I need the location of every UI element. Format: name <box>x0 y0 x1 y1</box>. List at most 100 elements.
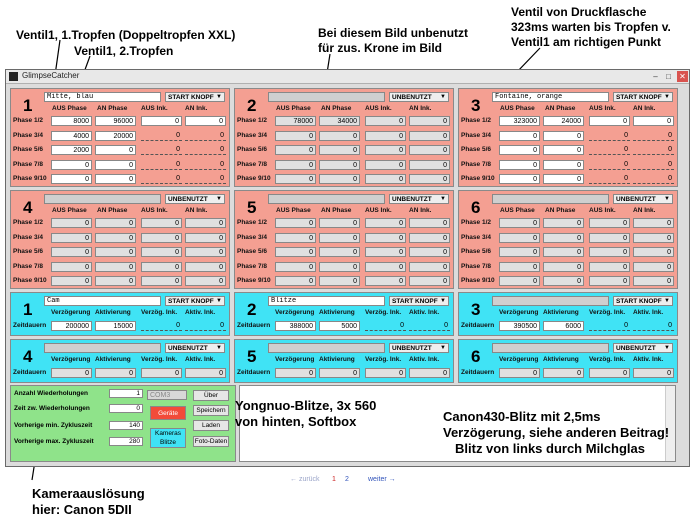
trigger-value-input[interactable]: 200000 <box>51 321 92 331</box>
phase-value-input[interactable]: 0 <box>95 145 136 155</box>
phase-value-input[interactable]: 0 <box>499 159 540 170</box>
phase-value-input[interactable]: 0 <box>633 261 674 272</box>
phase-value-input[interactable]: 0 <box>95 261 136 272</box>
trigger-value-input[interactable]: 0 <box>589 368 630 378</box>
phase-value-input[interactable]: 0 <box>319 159 360 170</box>
phase-value-input[interactable]: 0 <box>633 218 674 228</box>
phase-value-input[interactable]: 0 <box>409 116 450 126</box>
phase-value-input[interactable]: 0 <box>633 116 674 126</box>
phase-value-input[interactable]: 0 <box>365 261 406 272</box>
phase-value-input[interactable]: 0 <box>275 174 316 184</box>
phase-value-input[interactable]: 0 <box>633 131 674 141</box>
phase-value-input[interactable]: 0 <box>633 276 674 286</box>
phase-value-input[interactable]: 0 <box>185 232 226 243</box>
phase-value-input[interactable]: 0 <box>275 145 316 155</box>
valve-mode-select[interactable]: UNBENUTZT▼ <box>613 194 673 204</box>
phase-value-input[interactable]: 0 <box>543 145 584 155</box>
trigger-name-input[interactable]: Cam <box>44 296 161 306</box>
trigger-value-input[interactable]: 0 <box>185 321 226 331</box>
phase-value-input[interactable]: 0 <box>589 232 630 243</box>
phase-value-input[interactable]: 0 <box>409 261 450 272</box>
trigger-name-input[interactable] <box>44 343 161 353</box>
valve-mode-select[interactable]: UNBENUTZT▼ <box>389 92 449 102</box>
phase-value-input[interactable]: 0 <box>141 247 182 257</box>
phase-value-input[interactable]: 2000 <box>51 145 92 155</box>
phase-value-input[interactable]: 0 <box>275 276 316 286</box>
trigger-name-input[interactable]: Blitze <box>268 296 385 306</box>
phase-value-input[interactable]: 0 <box>275 130 316 141</box>
phase-value-input[interactable]: 0 <box>141 218 182 228</box>
phase-value-input[interactable]: 0 <box>499 261 540 272</box>
trigger-value-input[interactable]: 0 <box>589 321 630 331</box>
phase-value-input[interactable]: 0 <box>633 174 674 184</box>
phase-value-input[interactable]: 0 <box>589 116 630 126</box>
reps-input[interactable]: 1 <box>109 389 143 398</box>
trigger-value-input[interactable]: 388000 <box>275 321 316 331</box>
phase-value-input[interactable]: 0 <box>409 145 450 155</box>
phase-value-input[interactable]: 0 <box>319 276 360 286</box>
photo-data-button[interactable]: Foto-Daten <box>193 436 229 447</box>
max-cycle-input[interactable]: 280 <box>109 437 143 446</box>
trigger-value-input[interactable]: 0 <box>499 368 540 378</box>
valve-mode-select[interactable]: UNBENUTZT▼ <box>389 194 449 204</box>
phase-value-input[interactable]: 0 <box>589 218 630 228</box>
phase-value-input[interactable]: 0 <box>499 247 540 257</box>
phase-value-input[interactable]: 0 <box>141 174 182 184</box>
minimize-button[interactable]: – <box>653 72 658 81</box>
phase-value-input[interactable]: 0 <box>409 276 450 286</box>
phase-value-input[interactable]: 8000 <box>51 116 92 126</box>
phase-value-input[interactable]: 0 <box>409 232 450 243</box>
phase-value-input[interactable]: 0 <box>95 218 136 228</box>
phase-value-input[interactable]: 0 <box>365 174 406 184</box>
pager-page-1[interactable]: 1 <box>332 476 336 483</box>
phase-value-input[interactable]: 0 <box>51 218 92 228</box>
phase-value-input[interactable]: 96000 <box>95 116 136 126</box>
phase-value-input[interactable]: 0 <box>319 218 360 228</box>
phase-value-input[interactable]: 0 <box>499 232 540 243</box>
phase-value-input[interactable]: 0 <box>365 218 406 228</box>
phase-value-input[interactable]: 0 <box>275 232 316 243</box>
devices-button[interactable]: Geräte <box>150 406 186 420</box>
phase-value-input[interactable]: 323000 <box>499 116 540 126</box>
phase-value-input[interactable]: 0 <box>543 247 584 257</box>
log-textarea[interactable] <box>239 385 676 462</box>
phase-value-input[interactable]: 0 <box>141 131 182 141</box>
close-button[interactable]: ✕ <box>677 71 688 82</box>
phase-value-input[interactable]: 0 <box>95 232 136 243</box>
phase-value-input[interactable]: 0 <box>185 247 226 257</box>
phase-value-input[interactable]: 0 <box>51 276 92 286</box>
valve-name-input[interactable] <box>44 194 161 204</box>
phase-value-input[interactable]: 0 <box>499 276 540 286</box>
phase-value-input[interactable]: 0 <box>365 145 406 155</box>
phase-value-input[interactable]: 0 <box>51 232 92 243</box>
phase-value-input[interactable]: 0 <box>543 218 584 228</box>
phase-value-input[interactable]: 0 <box>543 130 584 141</box>
trigger-mode-select[interactable]: START KNOPF▼ <box>165 296 225 306</box>
trigger-mode-select[interactable]: UNBENUTZT▼ <box>613 343 673 353</box>
load-button[interactable]: Laden <box>193 420 229 431</box>
phase-value-input[interactable]: 20000 <box>95 130 136 141</box>
phase-value-input[interactable]: 0 <box>365 159 406 170</box>
valve-name-input[interactable] <box>268 194 385 204</box>
trigger-name-input[interactable] <box>492 343 609 353</box>
phase-value-input[interactable]: 0 <box>319 232 360 243</box>
phase-value-input[interactable]: 0 <box>365 130 406 141</box>
phase-value-input[interactable]: 0 <box>95 247 136 257</box>
phase-value-input[interactable]: 78000 <box>275 116 316 126</box>
phase-value-input[interactable]: 0 <box>185 174 226 184</box>
phase-value-input[interactable]: 0 <box>365 232 406 243</box>
phase-value-input[interactable]: 0 <box>319 145 360 155</box>
phase-value-input[interactable]: 0 <box>543 174 584 184</box>
trigger-value-input[interactable]: 0 <box>409 368 450 378</box>
pager-back[interactable]: ← zurück <box>290 476 320 483</box>
phase-value-input[interactable]: 0 <box>95 174 136 184</box>
phase-value-input[interactable]: 0 <box>589 174 630 184</box>
maximize-button[interactable]: □ <box>666 72 671 81</box>
phase-value-input[interactable]: 0 <box>141 261 182 272</box>
phase-value-input[interactable]: 0 <box>275 218 316 228</box>
about-button[interactable]: Über <box>193 390 229 401</box>
phase-value-input[interactable]: 0 <box>319 174 360 184</box>
phase-value-input[interactable]: 0 <box>95 276 136 286</box>
trigger-value-input[interactable]: 0 <box>141 368 182 378</box>
